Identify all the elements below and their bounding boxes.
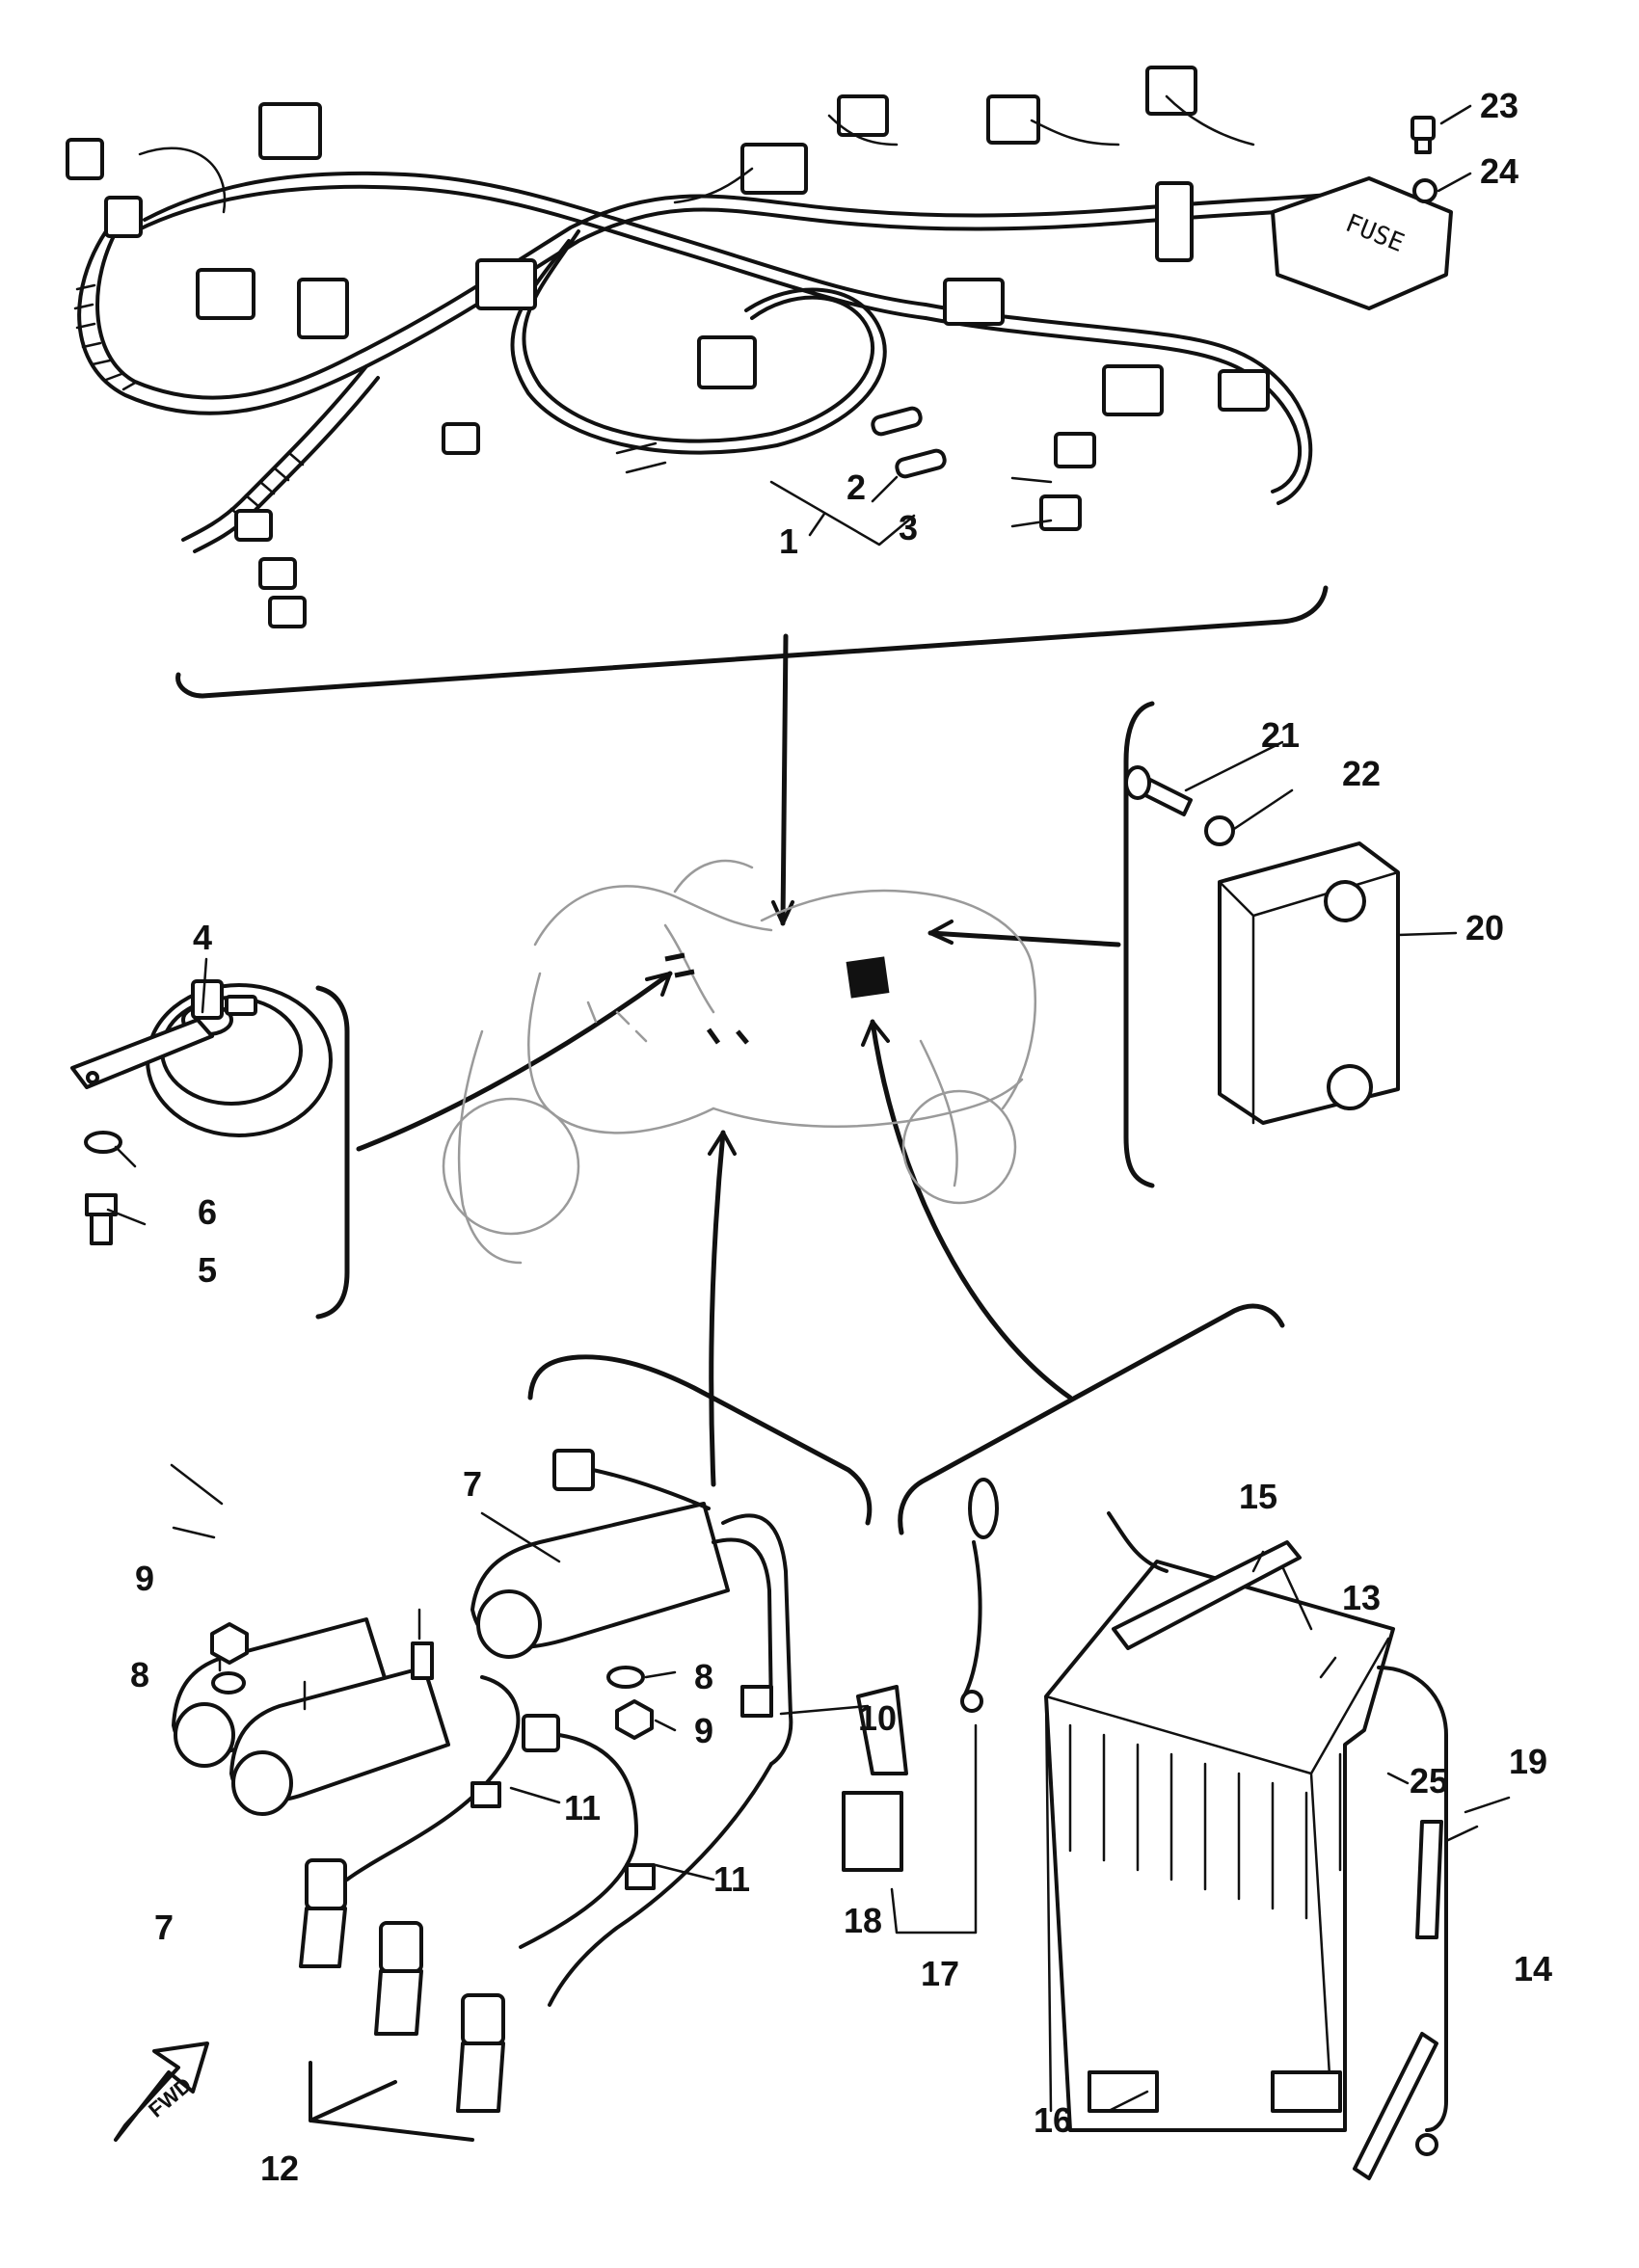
motorcycle-outline [442,859,1036,1265]
callout-2: 2 [846,467,866,507]
harness-bracket [175,585,1329,699]
callout-17: 17 [921,1954,959,1993]
regulator [1124,740,1458,1125]
callout-3: 3 [899,508,918,547]
callout-8-right: 8 [694,1657,713,1696]
callout-22: 22 [1342,754,1381,793]
callout-14: 14 [1514,1949,1552,1988]
ignition-bracket [527,1354,873,1526]
wire-harness: FUSE [66,66,1472,628]
callout-11-lower: 11 [713,1859,750,1899]
regulator-location-marker [846,956,890,999]
callout-12: 12 [260,2148,299,2188]
callout-1: 1 [779,521,798,561]
callout-23: 23 [1480,86,1518,125]
fwd-arrow: FWD [114,2041,209,2142]
callout-11-upper: 11 [564,1788,601,1828]
callout-7-lower: 7 [154,1908,174,1947]
callout-15: 15 [1239,1477,1277,1516]
regulator-bracket [1123,701,1155,1188]
callout-20: 20 [1465,908,1504,947]
callout-9-right: 9 [694,1711,713,1750]
callout-5: 5 [198,1250,217,1290]
callout-4: 4 [193,918,212,957]
horn-bracket [315,985,350,1320]
callout-9-left: 9 [135,1559,154,1598]
callout-labels: 1 2 3 4 5 6 7 7 8 8 9 9 10 11 11 12 13 1… [130,86,1552,2188]
ignition-coils [172,1449,793,2142]
callout-25: 25 [1410,1761,1448,1801]
horn [70,979,333,1245]
callout-21: 21 [1261,715,1300,755]
callout-7-upper: 7 [463,1464,482,1504]
callout-16: 16 [1034,2100,1072,2140]
callout-19: 19 [1509,1742,1547,1781]
callout-13: 13 [1342,1578,1381,1617]
battery [842,1478,1448,2180]
callout-8-left: 8 [130,1655,149,1694]
callout-6: 6 [198,1192,217,1232]
callout-10: 10 [858,1698,897,1738]
callout-24: 24 [1480,151,1518,191]
callout-18: 18 [844,1901,882,1940]
battery-bracket [898,1303,1285,1535]
